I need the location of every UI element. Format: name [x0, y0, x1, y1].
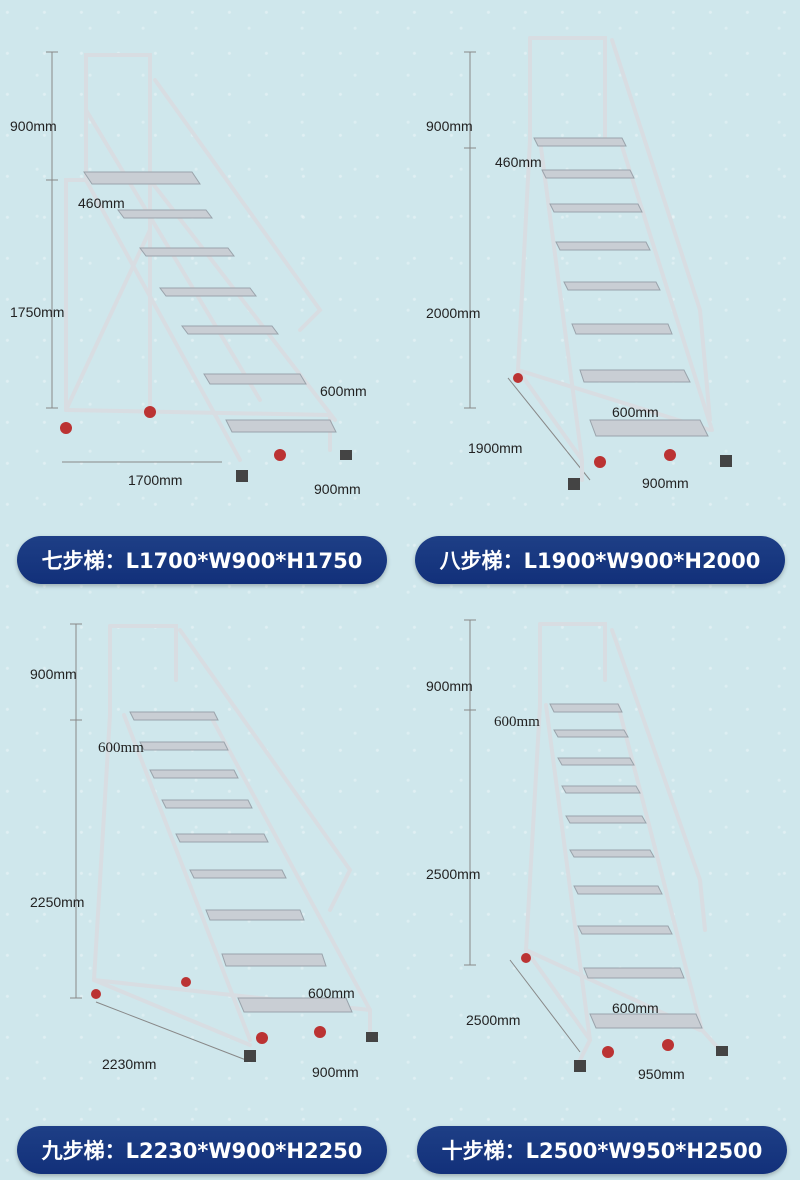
ladder-illustration: [464, 619, 728, 1072]
platform-depth-label: 460mm: [495, 154, 542, 170]
step-width-label: 600mm: [612, 404, 659, 420]
guard-height-label: 900mm: [10, 118, 57, 134]
platform-depth-label: 460mm: [78, 195, 125, 211]
ladder-illustration: [46, 51, 352, 482]
ladder-panel-9-step: 900mm 600mm 2250mm 600mm 2230mm 900mm 九步…: [0, 590, 400, 1180]
height-label: 2250mm: [30, 894, 85, 910]
ladder-panel-7-step: 900mm 460mm 1750mm 600mm 1700mm 900mm 七步…: [0, 0, 400, 590]
ladder-illustration: [70, 623, 378, 1062]
length-label: 2230mm: [102, 1056, 157, 1072]
ladder-panel-10-step: 900mm 600mm 2500mm 600mm 2500mm 950mm 十步…: [400, 590, 800, 1180]
ladder-illustration: [464, 36, 732, 490]
platform-depth-label: 600mm: [494, 714, 540, 730]
ladder-spec-banner: 九步梯：L2230*W900*H2250: [17, 1126, 387, 1174]
guard-height-label: 900mm: [426, 118, 473, 134]
platform-depth-label: 600mm: [98, 740, 144, 756]
length-label: 1700mm: [128, 472, 183, 488]
ladder-spec-banner: 十步梯：L2500*W950*H2500: [417, 1126, 787, 1174]
width-label: 900mm: [312, 1064, 359, 1080]
step-width-label: 600mm: [308, 985, 355, 1001]
step-width-label: 600mm: [612, 1000, 659, 1016]
height-label: 1750mm: [10, 304, 65, 320]
ladder-spec-banner: 八步梯：L1900*W900*H2000: [415, 536, 785, 584]
step-width-label: 600mm: [320, 383, 367, 399]
width-label: 900mm: [642, 475, 689, 491]
length-label: 1900mm: [468, 440, 523, 456]
ladder-panel-8-step: 900mm 460mm 2000mm 600mm 1900mm 900mm 八步…: [400, 0, 800, 590]
height-label: 2500mm: [426, 866, 481, 882]
guard-height-label: 900mm: [426, 678, 473, 694]
height-label: 2000mm: [426, 305, 481, 321]
length-label: 2500mm: [466, 1012, 521, 1028]
width-label: 900mm: [314, 481, 361, 497]
guard-height-label: 900mm: [30, 666, 77, 682]
width-label: 950mm: [638, 1066, 685, 1082]
ladder-spec-banner: 七步梯：L1700*W900*H1750: [17, 536, 387, 584]
